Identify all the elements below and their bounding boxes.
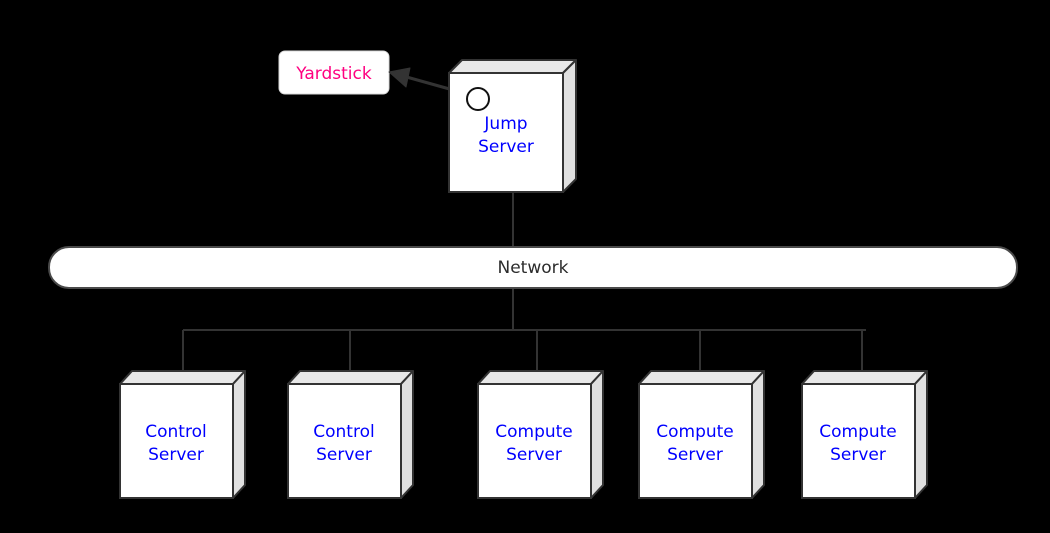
compute-server-3-top-face — [801, 370, 928, 385]
node-control-server-1[interactable]: Control Server — [119, 370, 246, 499]
compute-server-1-label-line2: Server — [506, 445, 562, 465]
node-jump-server[interactable]: Jump Server — [448, 59, 577, 193]
yardstick-label: Yardstick — [295, 64, 372, 84]
node-compute-server-2[interactable]: Compute Server — [638, 370, 765, 499]
compute-server-3-label-line2: Server — [830, 445, 886, 465]
node-compute-server-3[interactable]: Compute Server — [801, 370, 928, 499]
control-server-1-label-line2: Server — [148, 445, 204, 465]
yardstick-arrow-head — [388, 67, 411, 88]
network-label: Network — [498, 258, 569, 278]
compute-server-2-front-face — [638, 383, 753, 499]
node-network[interactable]: Network — [48, 246, 1018, 289]
jump-server-label-line1: Jump — [483, 114, 527, 134]
control-server-2-front-face — [287, 383, 402, 499]
control-server-2-label-line1: Control — [313, 422, 374, 442]
compute-server-1-label-line1: Compute — [495, 422, 573, 442]
jump-server-label-line2: Server — [478, 137, 534, 157]
control-server-1-front-face — [119, 383, 234, 499]
compute-server-2-top-face — [638, 370, 765, 385]
control-server-2-top-face — [287, 370, 414, 385]
jump-server-port-icon — [466, 87, 490, 111]
jump-server-side-face — [562, 59, 577, 193]
compute-server-3-front-face — [801, 383, 916, 499]
compute-server-1-front-face — [477, 383, 592, 499]
yardstick-label-box[interactable]: Yardstick — [278, 50, 390, 95]
control-server-2-label-line2: Server — [316, 445, 372, 465]
network-bar-shape — [48, 246, 1018, 289]
compute-server-3-label-line1: Compute — [819, 422, 897, 442]
node-compute-server-1[interactable]: Compute Server — [477, 370, 604, 499]
jump-server-top-face — [448, 59, 577, 74]
control-server-1-side-face — [232, 370, 246, 499]
control-server-1-label-line1: Control — [145, 422, 206, 442]
compute-server-2-label-line2: Server — [667, 445, 723, 465]
node-control-server-2[interactable]: Control Server — [287, 370, 414, 499]
compute-server-2-side-face — [751, 370, 765, 499]
compute-server-1-top-face — [477, 370, 604, 385]
compute-server-1-side-face — [590, 370, 604, 499]
compute-server-3-side-face — [914, 370, 928, 499]
control-server-1-top-face — [119, 370, 246, 385]
compute-server-2-label-line1: Compute — [656, 422, 734, 442]
control-server-2-side-face — [400, 370, 414, 499]
